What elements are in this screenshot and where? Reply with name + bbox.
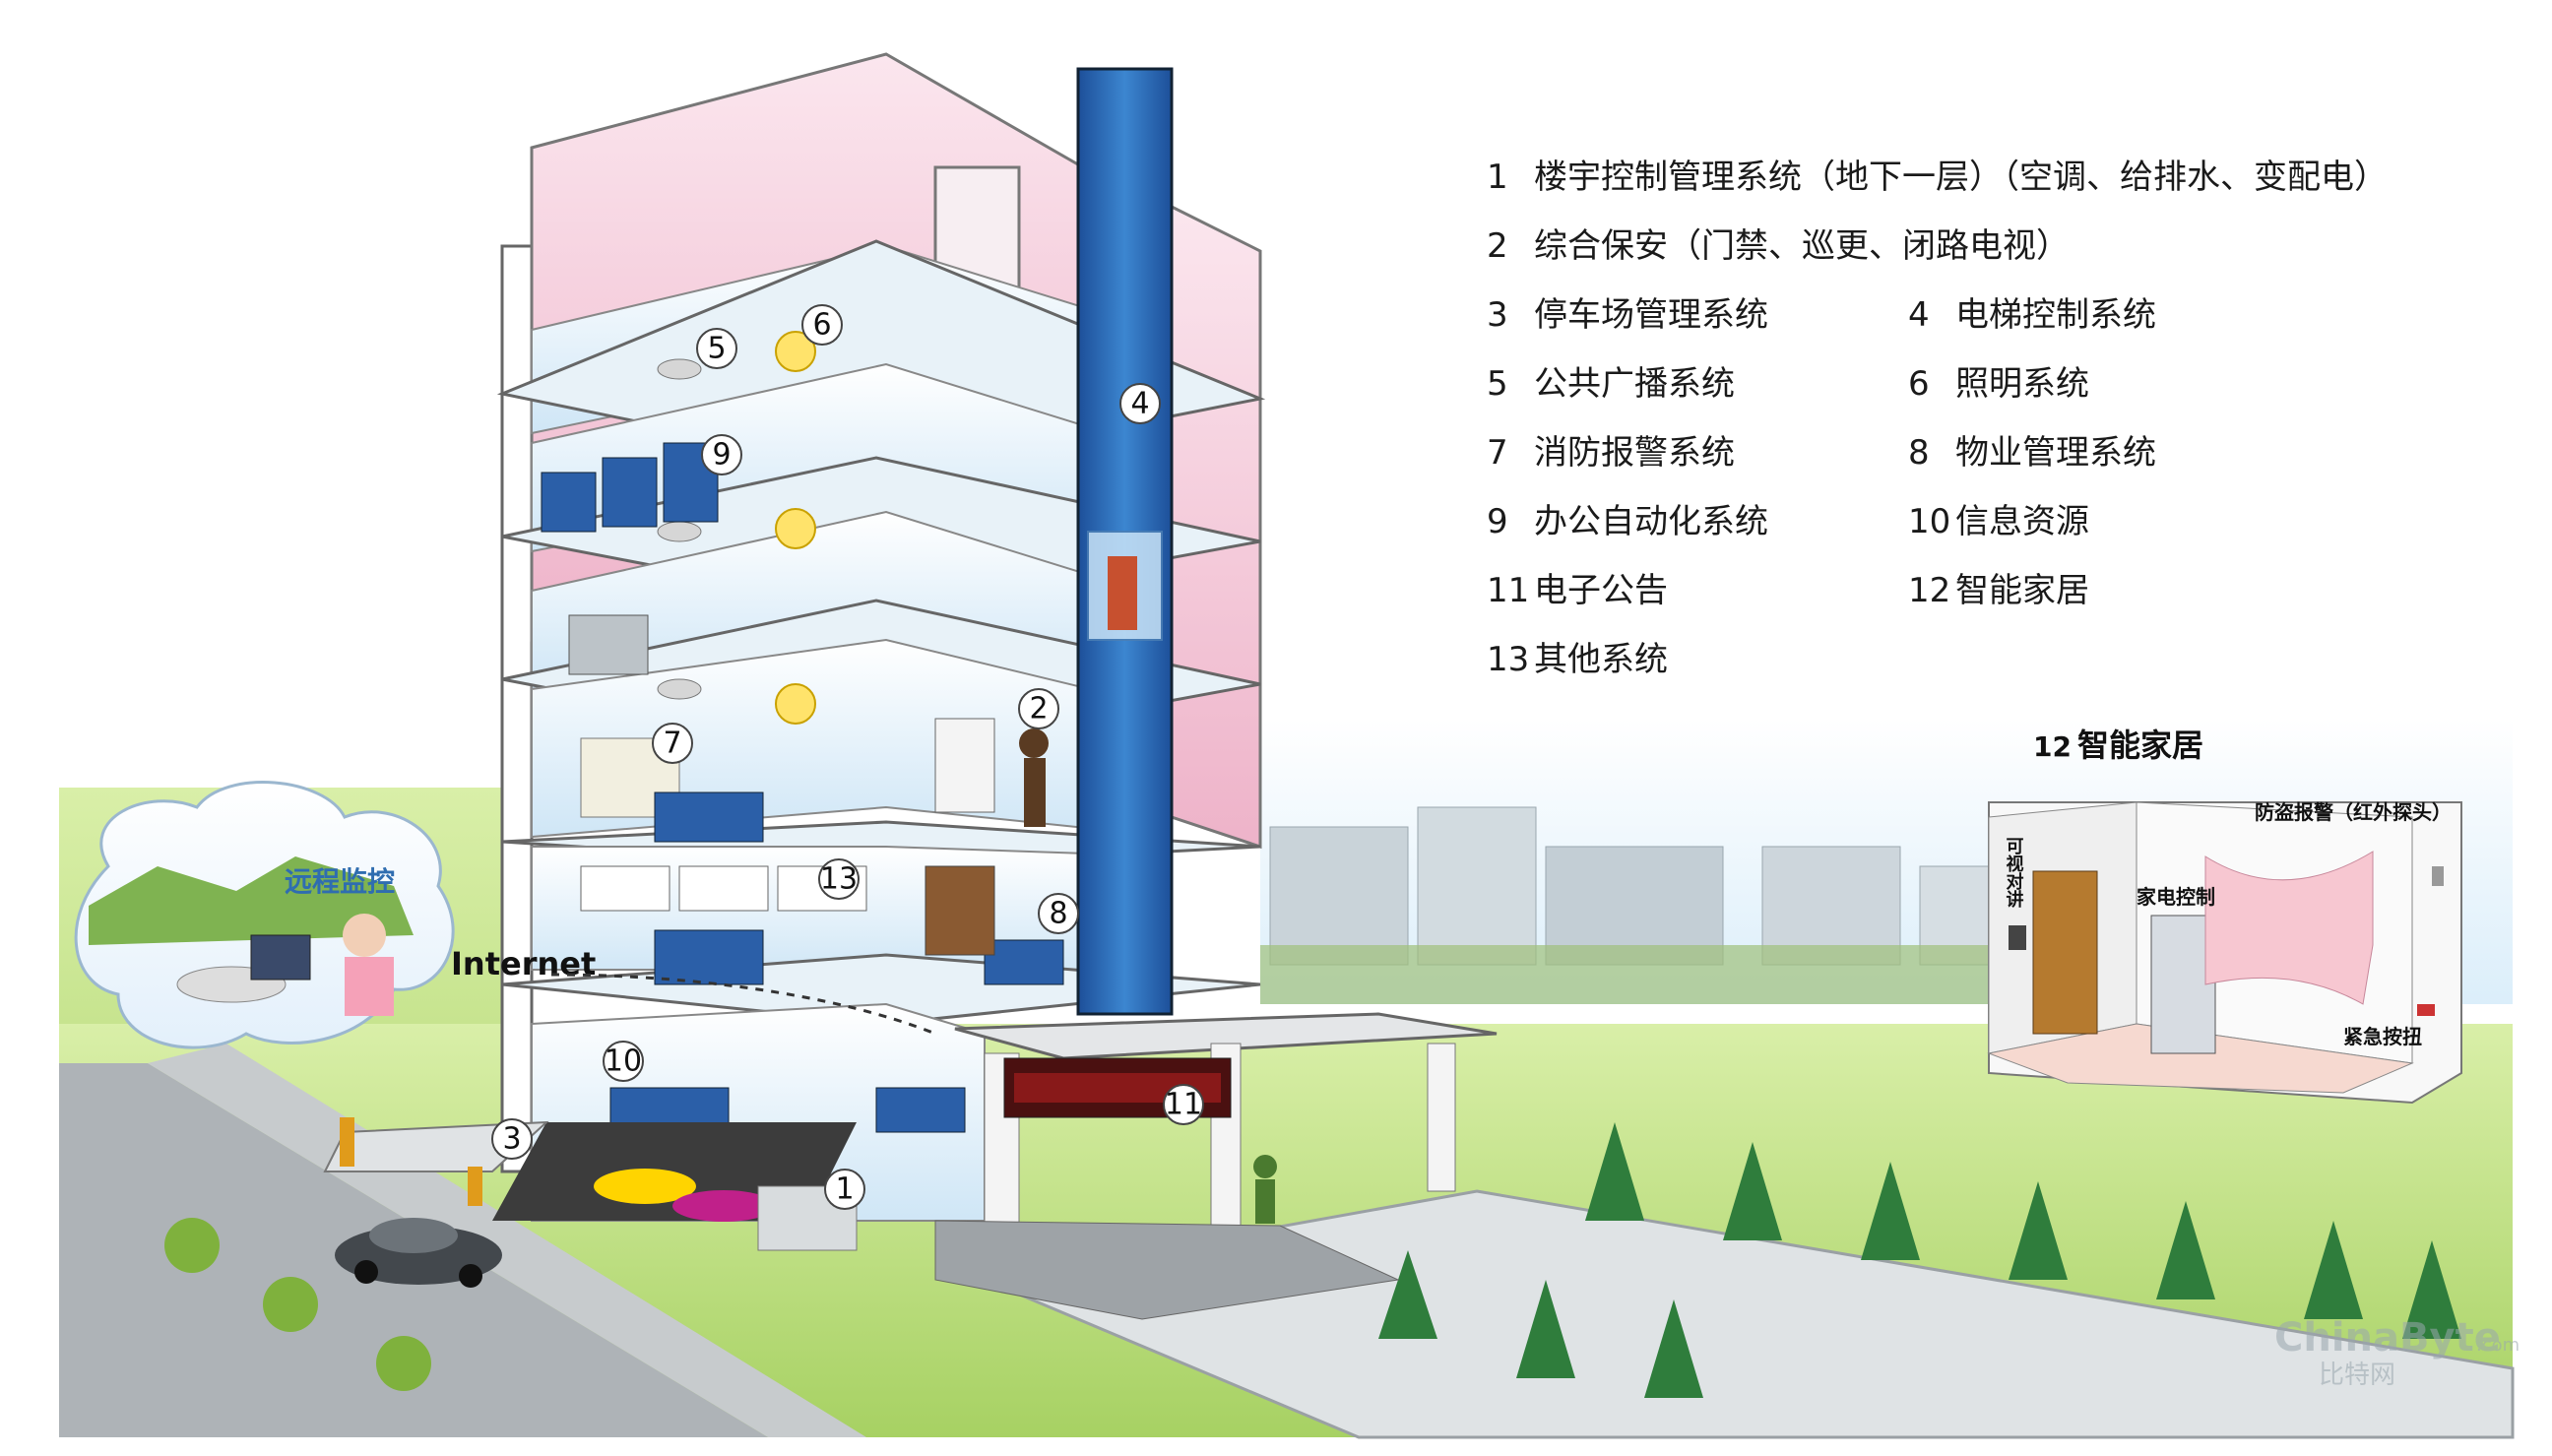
svg-text:8: 8 <box>1049 897 1067 931</box>
lightbulb-icon <box>775 683 816 725</box>
callout-7: 7 <box>652 723 693 764</box>
car <box>335 1218 502 1288</box>
svg-text:9: 9 <box>712 438 731 473</box>
emergency-button-label: 紧急按扭 <box>2343 1025 2422 1048</box>
svg-text:.com: .com <box>2476 1335 2520 1356</box>
infrared-sensor <box>2432 866 2444 886</box>
callout-6: 6 <box>801 304 843 346</box>
burglar-alarm-label: 防盗报警（红外探头） <box>2255 800 2452 824</box>
remote-monitoring-label: 远程监控 <box>285 865 395 898</box>
video-intercom-device <box>2009 925 2026 950</box>
video-intercom-label: 可视对讲 <box>2004 837 2024 909</box>
svg-text:1: 1 <box>835 1172 854 1207</box>
callout-1: 1 <box>824 1169 865 1210</box>
svg-text:7: 7 <box>663 727 681 761</box>
callout-5: 5 <box>696 328 737 369</box>
appliance-control-label: 家电控制 <box>2137 885 2215 909</box>
callouts: 1 2 3 4 5 6 7 8 9 10 11 13 <box>491 304 1204 1210</box>
svg-text:6: 6 <box>812 308 831 343</box>
laptop-icon <box>250 934 311 981</box>
svg-text:11: 11 <box>1165 1088 1202 1122</box>
callout-9: 9 <box>701 434 742 475</box>
svg-text:ChinaByte: ChinaByte <box>2274 1315 2501 1361</box>
svg-text:4: 4 <box>1130 387 1149 421</box>
callout-4: 4 <box>1119 383 1161 424</box>
lightbulb-icon <box>775 508 816 549</box>
callout-13: 13 <box>818 858 860 900</box>
pedestrian-figure <box>1253 1155 1277 1178</box>
callout-3: 3 <box>491 1118 533 1160</box>
svg-text:3: 3 <box>502 1122 521 1157</box>
entrance-canopy <box>934 1012 1498 1320</box>
svg-text:10: 10 <box>605 1045 642 1079</box>
smart-home-title: 智能家居 <box>2077 727 2203 764</box>
office-equipment <box>541 442 1064 1133</box>
remote-monitoring-cloud <box>74 781 455 1049</box>
guard-figure <box>1019 728 1049 758</box>
operator-figure <box>343 914 386 957</box>
building-left-wall <box>500 244 534 1173</box>
smart-home-inset <box>1987 801 2462 1105</box>
lightbulb-icon <box>775 331 816 372</box>
parking-barrier <box>340 1117 354 1167</box>
internet-label: Internet <box>451 945 596 982</box>
window-curtain <box>2204 851 2374 1005</box>
svg-text:13: 13 <box>820 862 858 897</box>
internet-dashed-link <box>550 973 936 1036</box>
svg-text:5: 5 <box>707 332 726 366</box>
emergency-button <box>2417 1004 2435 1016</box>
ceiling-fixtures <box>657 331 816 725</box>
home-appliance <box>2150 915 2216 1054</box>
chinabyte-watermark: ChinaByte .com 比特网 <box>2274 1315 2520 1390</box>
home-door <box>2032 870 2098 1035</box>
elevator-passenger <box>1108 556 1137 630</box>
svg-text:比特网: 比特网 <box>2319 1361 2395 1390</box>
smart-home-title-num: 12 <box>2033 730 2072 763</box>
svg-text:2: 2 <box>1029 692 1048 727</box>
callout-2: 2 <box>1018 688 1059 729</box>
trees <box>164 1122 2461 1398</box>
callout-10: 10 <box>603 1041 644 1082</box>
callout-11: 11 <box>1163 1084 1204 1125</box>
callout-8: 8 <box>1038 893 1079 934</box>
